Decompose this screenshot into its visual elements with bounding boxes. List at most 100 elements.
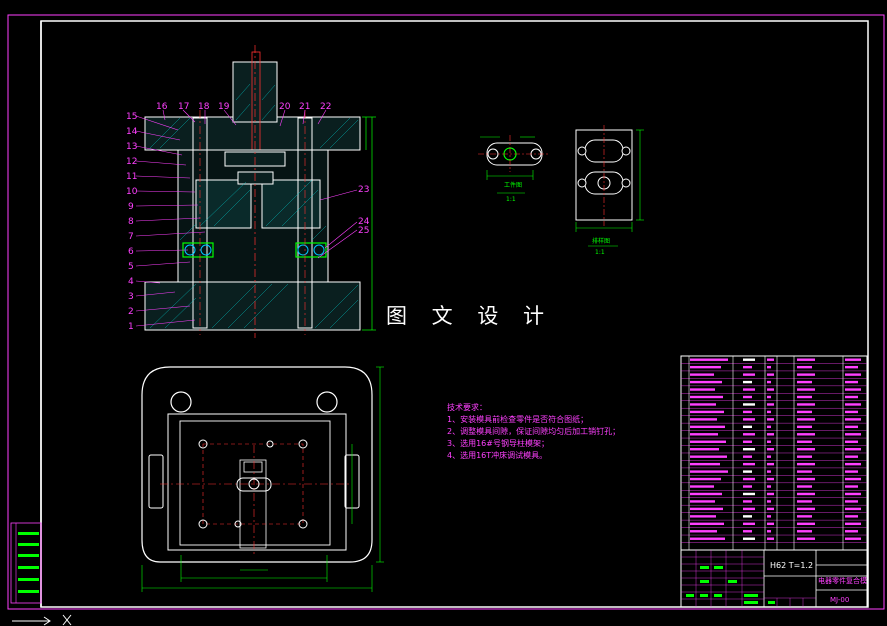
- parts-list-entry: [797, 507, 815, 511]
- callout-17: 17: [178, 102, 189, 112]
- parts-list-entry: [767, 537, 774, 540]
- parts-list-entry: [767, 373, 774, 376]
- parts-list-entry: [743, 470, 752, 473]
- parts-list-entry: [690, 500, 715, 503]
- parts-list-entry: [797, 492, 815, 496]
- parts-list-table: [680, 355, 868, 551]
- parts-list-entry: [797, 433, 815, 436]
- parts-list-entry: [690, 365, 721, 369]
- parts-list-entry: [845, 485, 858, 488]
- callout-15: 15: [126, 112, 137, 122]
- parts-list-entry: [690, 358, 728, 361]
- parts-list-entry: [797, 425, 812, 429]
- parts-list-entry: [743, 388, 755, 391]
- parts-list-entry: [767, 380, 771, 384]
- parts-list-entry: [797, 380, 812, 384]
- parts-list-entry: [690, 477, 721, 481]
- parts-list-entry: [845, 440, 858, 443]
- callout-2: 2: [128, 307, 134, 317]
- callout-12: 12: [126, 157, 137, 167]
- parts-list-entry: [797, 455, 812, 458]
- parts-list-entry: [743, 537, 755, 540]
- parts-list-entry: [743, 485, 752, 488]
- parts-list-entry: [743, 477, 755, 481]
- callout-9: 9: [128, 202, 134, 212]
- parts-list-entry: [690, 462, 720, 466]
- parts-list-entry: [845, 537, 861, 540]
- tech-requirements-title: 技术要求：: [447, 403, 487, 412]
- parts-list-entry: [743, 522, 755, 526]
- part-scale: 1:1: [506, 196, 516, 203]
- parts-list-entry: [845, 418, 861, 421]
- parts-list-entry: [690, 522, 724, 526]
- parts-list-entry: [845, 403, 861, 406]
- callout-13: 13: [126, 142, 137, 152]
- parts-list-entry: [690, 492, 722, 496]
- parts-list-entry: [743, 500, 752, 503]
- parts-list-entry: [767, 365, 771, 369]
- parts-list-entry: [797, 410, 812, 414]
- parts-list-entry: [845, 492, 861, 496]
- parts-list-entry: [845, 365, 858, 369]
- parts-list-entry: [690, 373, 714, 376]
- parts-list-entry: [743, 448, 755, 451]
- parts-list-entry: [797, 358, 815, 361]
- parts-list-entry: [690, 395, 723, 399]
- parts-list-entry: [845, 410, 858, 414]
- parts-list-entry: [743, 462, 755, 466]
- parts-list-entry: [743, 530, 752, 533]
- parts-list-entry: [690, 433, 718, 436]
- callout-16: 16: [156, 102, 168, 112]
- parts-list-entry: [743, 410, 752, 414]
- parts-list-entry: [743, 365, 752, 369]
- technical-requirements: 技术要求： 1、安装模具前检查零件是否符合图纸； 2、调整模具间隙，保证间隙均匀…: [447, 402, 620, 462]
- parts-list-entry: [767, 440, 771, 443]
- callout-6: 6: [128, 247, 134, 257]
- parts-list-entry: [767, 522, 774, 526]
- parts-list-entry: [797, 462, 815, 466]
- parts-list-entry: [797, 403, 815, 406]
- drawing-number: MJ-00: [830, 596, 849, 604]
- material-spec: H62 T=1.2: [770, 561, 813, 570]
- ucs-icon: [12, 614, 72, 626]
- parts-list-entry: [690, 485, 714, 488]
- side-stamp-table: [10, 522, 42, 604]
- tech-requirement-1: 1、安装模具前检查零件是否符合图纸；: [447, 415, 589, 424]
- parts-list-entry: [690, 455, 727, 458]
- parts-list-entry: [743, 380, 752, 384]
- callout-14: 14: [126, 127, 138, 137]
- parts-list-entry: [797, 373, 815, 376]
- callout-3: 3: [128, 292, 134, 302]
- parts-list-entry: [845, 455, 858, 458]
- parts-list-entry: [767, 425, 771, 429]
- parts-list-entry: [690, 418, 717, 421]
- parts-list-entry: [690, 448, 719, 451]
- tech-requirement-4: 4、选用16T冲床调试模具。: [447, 451, 548, 460]
- callout-11: 11: [126, 172, 137, 182]
- parts-list-entry: [797, 500, 812, 503]
- section-view: 1 2 3 4 5 6 7 8 9 10 11 12 13 14 15 16 1…: [126, 45, 376, 338]
- parts-list-entry: [797, 537, 815, 540]
- parts-list-entry: [845, 515, 858, 518]
- parts-list-entry: [767, 395, 771, 399]
- parts-list-entry: [845, 530, 858, 533]
- parts-list-entry: [797, 395, 812, 399]
- parts-list-entry: [845, 433, 861, 436]
- callout-25: 25: [358, 226, 369, 236]
- parts-list-entry: [690, 425, 725, 429]
- layout-scale: 1:1: [595, 249, 605, 256]
- parts-list-entry: [845, 373, 861, 376]
- parts-list-entry: [743, 395, 752, 399]
- parts-list-entry: [797, 388, 815, 391]
- callout-4: 4: [128, 277, 134, 287]
- layout-caption: 排样图: [592, 237, 610, 245]
- part-caption: 工件图: [504, 181, 522, 189]
- callout-19: 19: [218, 102, 230, 112]
- parts-list-entry: [845, 425, 858, 429]
- strip-layout-drawing: 排样图 1:1: [575, 125, 644, 256]
- parts-list-entry: [743, 492, 755, 496]
- tech-requirement-2: 2、调整模具间隙，保证间隙均匀后加工销钉孔；: [447, 427, 621, 436]
- parts-list-entry: [743, 358, 755, 361]
- parts-list-entry: [690, 388, 715, 391]
